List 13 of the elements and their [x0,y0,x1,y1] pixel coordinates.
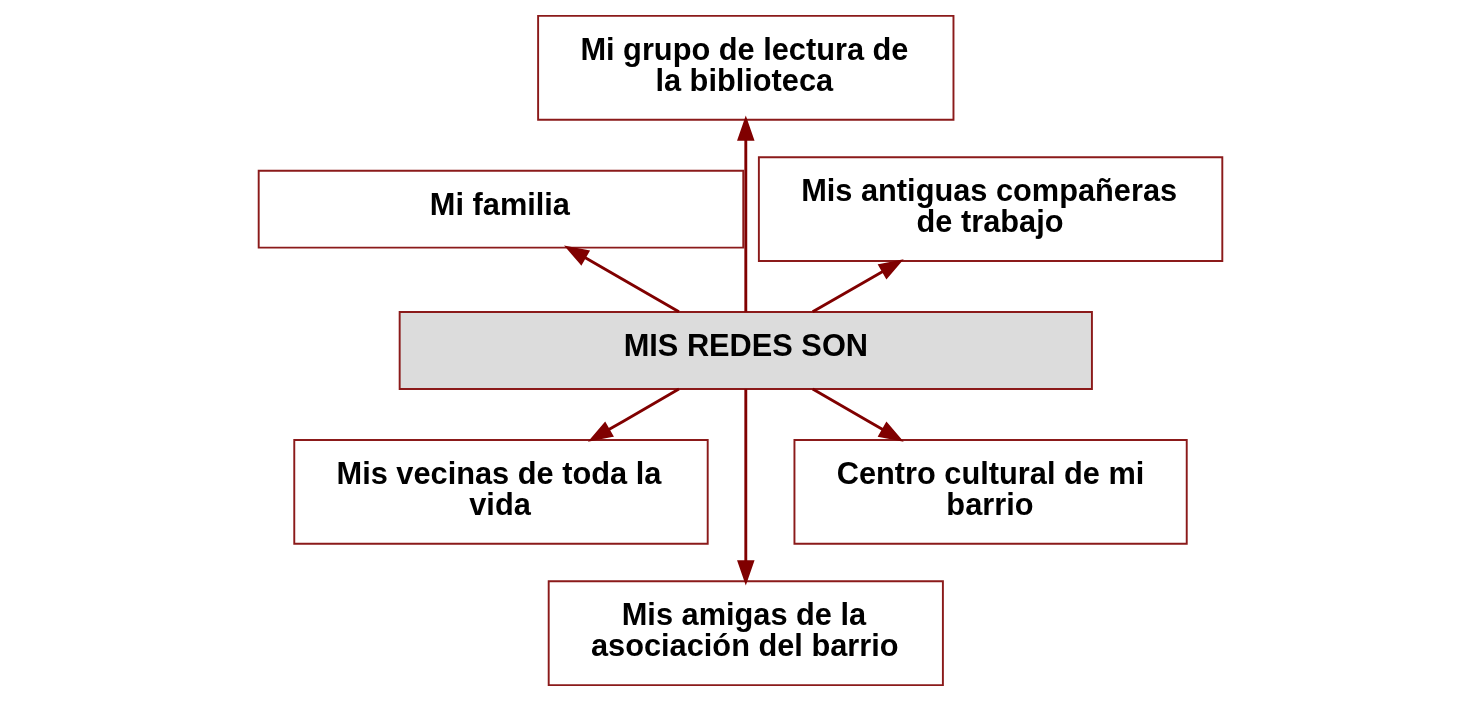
arrow [811,259,904,314]
node-box: MIS REDES SON [398,311,1093,390]
arrow [587,387,680,442]
node-box: Mis antiguas compañeras de trabajo [757,156,1223,263]
node-box: Mi familia [257,169,744,249]
node-box: Mi grupo de lectura de la biblioteca [536,14,954,121]
arrow [811,387,904,442]
node-box: Mis amigas de la asociación del barrio [547,580,944,687]
arrow [736,389,755,586]
arrow [736,115,755,312]
node-box: Centro cultural de mi barrio [793,438,1188,545]
arrow [563,245,680,314]
node-box: Mis vecinas de toda la vida [292,438,709,545]
